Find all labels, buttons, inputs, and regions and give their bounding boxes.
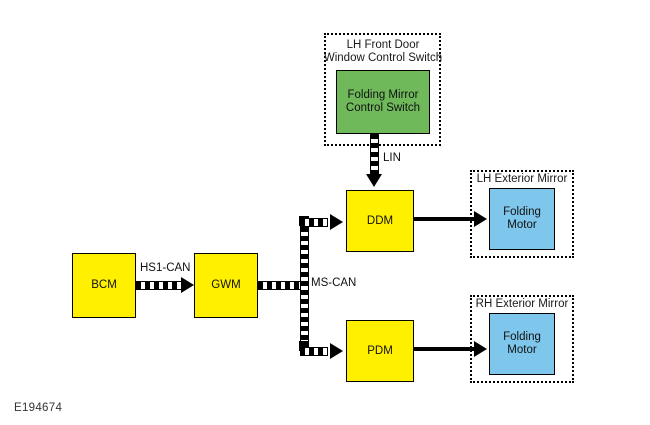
node-gwm[interactable]: GWM xyxy=(194,253,258,318)
bus-hs1-can xyxy=(136,281,182,290)
node-pdm[interactable]: PDM xyxy=(346,320,414,382)
line-pdm-to-rh-motor xyxy=(414,347,476,351)
bus-ms-can-corner-bottom xyxy=(299,341,309,351)
node-bcm[interactable]: BCM xyxy=(72,253,136,318)
edge-label-hs1-can: HS1-CAN xyxy=(140,262,191,274)
group-lh-front-door-window-control-switch xyxy=(324,33,441,146)
group-title-rh-exterior-mirror: RH Exterior Mirror xyxy=(475,298,569,310)
line-ddm-to-lh-motor xyxy=(414,217,476,221)
group-rh-exterior-mirror xyxy=(470,295,574,383)
node-rh-folding-motor[interactable]: Folding Motor xyxy=(489,313,555,375)
arrow-ms-can-to-ddm xyxy=(330,213,343,230)
arrow-lin-to-ddm xyxy=(365,174,382,187)
edge-label-ms-can: MS-CAN xyxy=(311,277,357,289)
edge-label-lin: LIN xyxy=(383,152,401,164)
arrow-hs1-can-to-gwm xyxy=(181,276,194,293)
bus-ms-can-stub xyxy=(258,281,306,290)
bus-ms-can-trunk xyxy=(300,218,309,348)
node-lh-folding-motor[interactable]: Folding Motor xyxy=(489,188,555,250)
arrow-pdm-to-rh-motor xyxy=(474,341,487,357)
arrow-ddm-to-lh-motor xyxy=(474,211,487,227)
arrow-ms-can-to-pdm xyxy=(330,342,343,359)
group-title-lh-front-door: LH Front Door Window Control Switch xyxy=(323,39,443,64)
bus-ms-can-branch-ddm xyxy=(300,218,328,227)
figure-id: E194674 xyxy=(14,402,63,414)
group-title-lh-exterior-mirror: LH Exterior Mirror xyxy=(476,173,568,185)
bus-ms-can-branch-pdm xyxy=(300,347,328,356)
node-ddm[interactable]: DDM xyxy=(346,190,414,252)
group-lh-exterior-mirror xyxy=(470,170,574,258)
bus-lin-vertical xyxy=(370,134,379,174)
node-folding-mirror-control-switch[interactable]: Folding Mirror Control Switch xyxy=(336,70,430,134)
